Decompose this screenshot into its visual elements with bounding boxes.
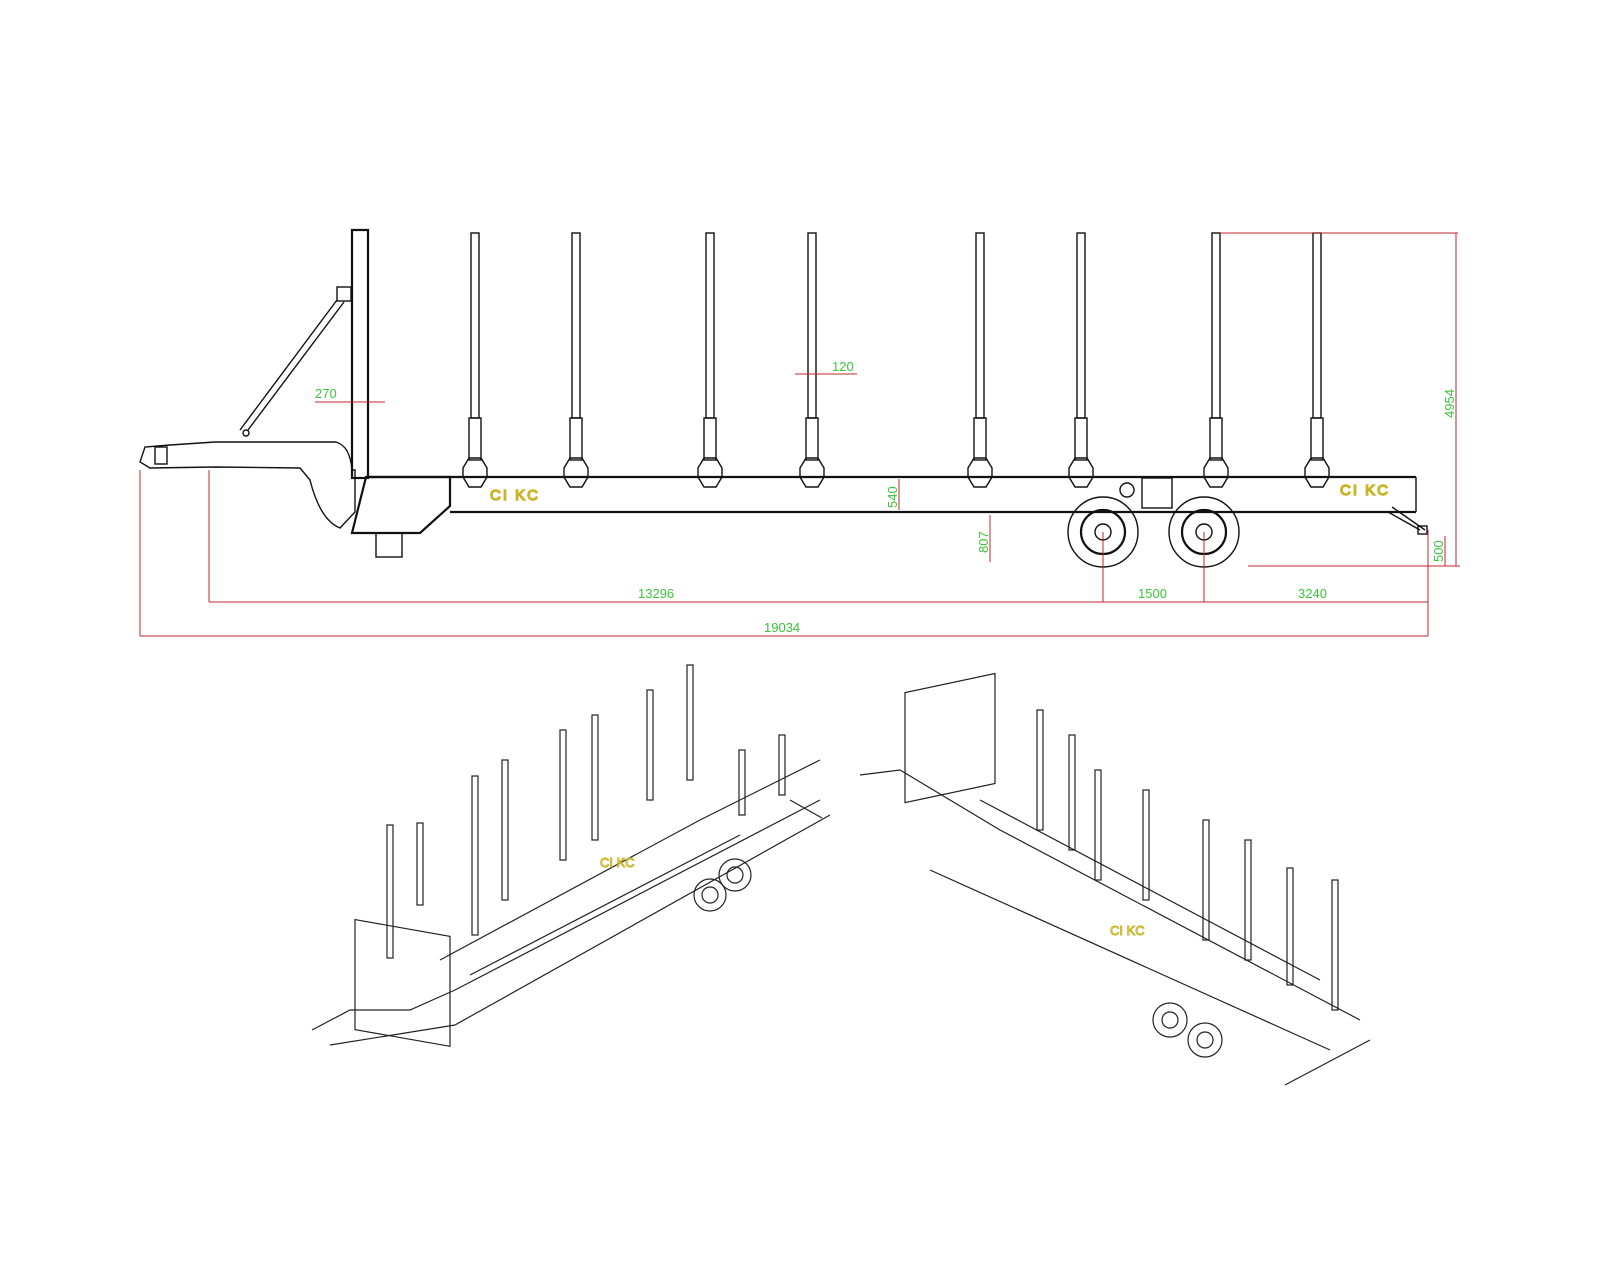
dim-bumper-height: 500 [1431, 540, 1446, 562]
dim-axle-spacing: 1500 [1138, 586, 1167, 601]
stake-group [462, 232, 1330, 488]
stake [563, 232, 589, 488]
iso1-brand-mark: CI KC [600, 855, 635, 870]
isometric-view-rear-right: CI KC [859, 672, 1371, 1086]
side-view: CI KC CI KC 270 120 540 807 4954 500 132… [139, 228, 1460, 637]
stake [462, 232, 488, 488]
dim-kingpin-to-axle: 13296 [638, 586, 674, 601]
stake [697, 232, 723, 488]
iso2-brand-mark: CI KC [1110, 923, 1145, 938]
dim-headboard-width: 270 [315, 386, 337, 401]
dim-overall-length: 19034 [764, 620, 800, 635]
stake [1304, 232, 1330, 488]
brand-mark-front: CI KC [490, 487, 540, 504]
dim-rear-overhang: 3240 [1298, 586, 1327, 601]
rear-axle-wheels [1067, 477, 1240, 568]
stake [799, 232, 825, 488]
stake [967, 232, 993, 488]
isometric-view-front-left: CI KC [311, 664, 831, 1048]
stake [1203, 232, 1229, 488]
dim-ground-clearance: 807 [976, 531, 991, 553]
stake [1068, 232, 1094, 488]
dimension-lines [139, 232, 1460, 637]
dim-overall-height: 4954 [1442, 389, 1457, 418]
dim-stake-width: 120 [832, 359, 854, 374]
dim-frame-height: 540 [885, 486, 900, 508]
brand-mark-rear: CI KC [1340, 482, 1390, 499]
